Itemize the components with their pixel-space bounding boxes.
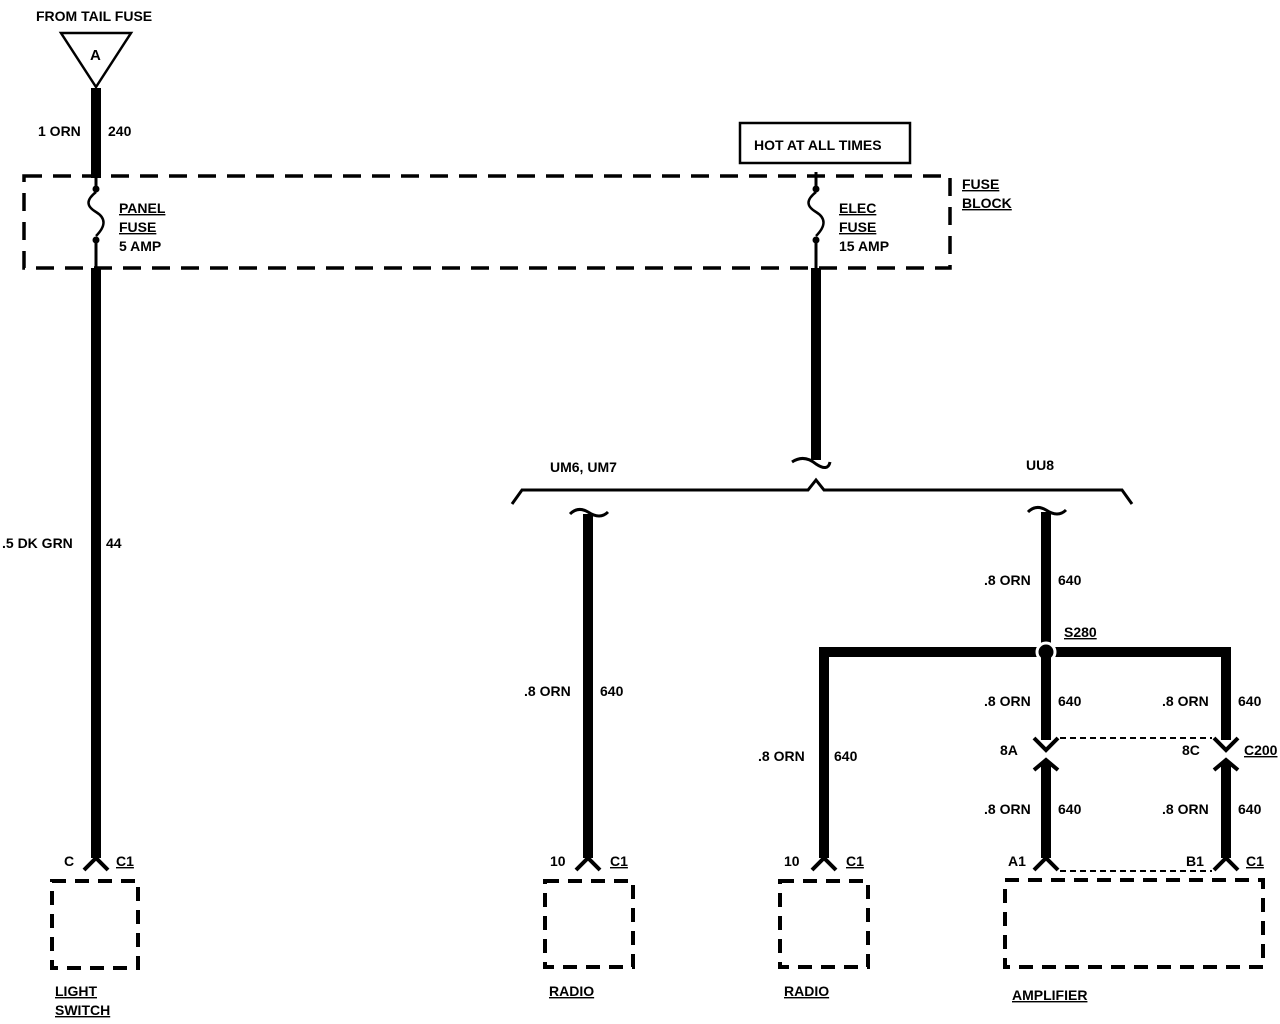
- option-left-label: UM6, UM7: [550, 459, 617, 475]
- radio-uu8-connector: C1: [846, 853, 864, 869]
- fuse-block-label-2: BLOCK: [962, 195, 1012, 211]
- uu8-break: [1026, 505, 1068, 516]
- panel-fuse-symbol: [87, 178, 105, 268]
- panel-fuse-label-2: FUSE: [119, 219, 156, 235]
- wire-44-gauge: .5 DK GRN: [2, 535, 73, 551]
- radio-uu8-terminal: [810, 855, 838, 872]
- radio-um6-label: RADIO: [549, 983, 594, 999]
- radio-um6-pin: 10: [550, 853, 566, 869]
- amplifier-label: AMPLIFIER: [1012, 987, 1087, 1003]
- light-switch-label-1: LIGHT: [55, 983, 97, 999]
- option-bracket: [510, 477, 1134, 505]
- c200-connector: [1032, 736, 1240, 772]
- radio-uu8-pin: 10: [784, 853, 800, 869]
- hot-at-all-times-box: [738, 121, 912, 165]
- amplifier-pin-b: B1: [1186, 853, 1204, 869]
- amp-b-lower-circuit: 640: [1238, 801, 1262, 817]
- source-connector-triangle: [58, 31, 134, 90]
- amp-b-upper-circuit: 640: [1238, 693, 1262, 709]
- wire-44-circuit: 44: [106, 535, 122, 551]
- radio-um6-wire-circuit: 640: [600, 683, 624, 699]
- source-title: FROM TAIL FUSE: [36, 8, 152, 24]
- panel-fuse-label-3: 5 AMP: [119, 238, 161, 254]
- panel-fuse-label-1: PANEL: [119, 200, 166, 216]
- amplifier-box: [1003, 878, 1265, 969]
- c200-pin-b: 8C: [1182, 742, 1200, 758]
- source-connector-letter: A: [90, 47, 101, 64]
- option-right-label: UU8: [1026, 457, 1054, 473]
- amplifier-terminal-a: [1032, 855, 1060, 872]
- amplifier-terminal-b: [1212, 855, 1240, 872]
- amplifier-connector: C1: [1246, 853, 1264, 869]
- light-switch-pin: C: [64, 853, 74, 869]
- hot-at-all-times-label: HOT AT ALL TIMES: [754, 137, 882, 153]
- radio-um6-wire-gauge: .8 ORN: [524, 683, 571, 699]
- radio-uu8-box: [778, 879, 870, 969]
- radio-um6-connector: C1: [610, 853, 628, 869]
- elec-fuse-symbol: [807, 172, 825, 268]
- light-switch-terminal: [82, 855, 110, 872]
- light-switch-label-2: SWITCH: [55, 1002, 110, 1018]
- amp-b-lower-gauge: .8 ORN: [1162, 801, 1209, 817]
- c200-name: C200: [1244, 742, 1278, 758]
- amplifier-pin-a: A1: [1008, 853, 1026, 869]
- option-break-symbol: [791, 457, 832, 469]
- c200-pin-a: 8A: [1000, 742, 1018, 758]
- radio-uu8-label: RADIO: [784, 983, 829, 999]
- wire-240-gauge: 1 ORN: [38, 123, 81, 139]
- fuse-block-label-1: FUSE: [962, 176, 999, 192]
- radio-um6-break: [568, 507, 610, 518]
- amp-a-lower-circuit: 640: [1058, 801, 1082, 817]
- amp-b-upper-gauge: .8 ORN: [1162, 693, 1209, 709]
- amp-a-upper-gauge: .8 ORN: [984, 693, 1031, 709]
- light-switch-connector: C1: [116, 853, 134, 869]
- amp-a-upper-circuit: 640: [1058, 693, 1082, 709]
- fuse-block-outline: [22, 174, 952, 270]
- splice-label: S280: [1064, 624, 1097, 640]
- uu8-wire-circuit: 640: [1058, 572, 1082, 588]
- wire-240-circuit: 240: [108, 123, 132, 139]
- uu8-wire-gauge: .8 ORN: [984, 572, 1031, 588]
- radio-uu8-wire-gauge: .8 ORN: [758, 748, 805, 764]
- amp-a-lower-gauge: .8 ORN: [984, 801, 1031, 817]
- elec-fuse-label-1: ELEC: [839, 200, 876, 216]
- radio-um6-terminal: [574, 855, 602, 872]
- elec-fuse-label-3: 15 AMP: [839, 238, 889, 254]
- radio-um6-box: [543, 879, 635, 969]
- elec-fuse-label-2: FUSE: [839, 219, 876, 235]
- light-switch-box: [50, 879, 140, 970]
- radio-uu8-wire-circuit: 640: [834, 748, 858, 764]
